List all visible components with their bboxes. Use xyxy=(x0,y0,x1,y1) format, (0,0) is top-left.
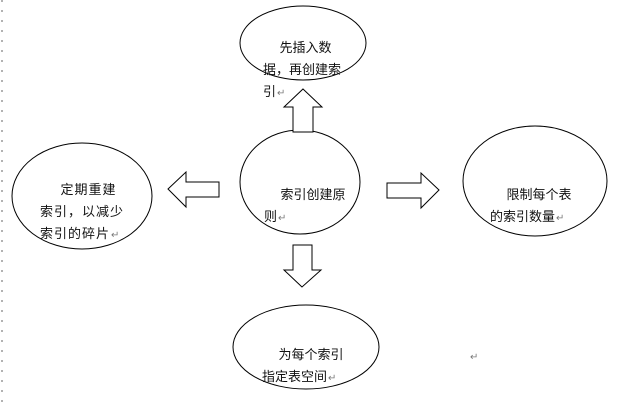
left-node-label: 定期重建索引，以减少索引的碎片↵ xyxy=(40,158,125,269)
right-node-label: 限制每个表的索引数量↵ xyxy=(490,163,576,252)
arrow-right xyxy=(386,171,440,210)
right-node-ellipse xyxy=(462,125,608,237)
top-node-label: 先插入数据，再创建索引↵ xyxy=(263,16,349,127)
bottom-node-ellipse xyxy=(232,304,380,390)
arrow-up xyxy=(282,88,324,133)
top-node-mark: ↵ xyxy=(277,88,286,99)
bottom-node-label: 为每个索引指定表空间↵ xyxy=(262,323,348,412)
arrow-down xyxy=(282,244,323,288)
left-node-mark: ↵ xyxy=(111,230,121,241)
arrow-left xyxy=(167,170,220,209)
center-node-mark: ↵ xyxy=(278,213,287,224)
top-node-text: 先插入数据，再创建索引 xyxy=(263,41,342,100)
left-node-text: 定期重建索引，以减少索引的碎片 xyxy=(40,183,125,242)
right-node-mark: ↵ xyxy=(556,213,565,224)
bottom-node-mark: ↵ xyxy=(328,373,337,384)
left-node-ellipse xyxy=(11,142,153,250)
bottom-node-text: 为每个索引指定表空间 xyxy=(262,348,344,385)
paragraph-mark: ↵ xyxy=(470,352,479,363)
center-node-text: 索引创建原则 xyxy=(264,188,346,225)
right-node-text: 限制每个表的索引数量 xyxy=(490,188,572,225)
top-node-ellipse xyxy=(239,5,367,81)
center-node-label: 索引创建原则↵ xyxy=(264,163,346,252)
